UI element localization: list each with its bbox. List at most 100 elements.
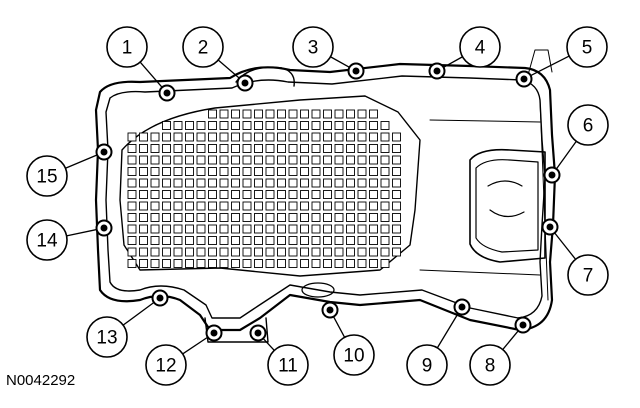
grid-cell: [392, 167, 401, 176]
grid-cell: [277, 190, 286, 199]
grid-cell: [242, 201, 252, 211]
grid-cell: [311, 121, 321, 130]
grid-cell: [196, 259, 206, 268]
grid-cell: [127, 178, 137, 188]
grid-cell: [357, 109, 367, 119]
grid-cell: [162, 190, 171, 199]
grid-cell: [288, 190, 298, 199]
grid-cell: [277, 236, 286, 245]
grid-cell: [127, 236, 137, 245]
grid-cell: [357, 201, 367, 211]
callout-circle-8: [469, 344, 511, 386]
grid-cell: [196, 132, 206, 142]
grid-cell: [150, 236, 160, 245]
grid-cell: [346, 144, 355, 153]
grid-cell: [369, 178, 378, 188]
grid-cell: [288, 121, 298, 130]
callout-circle-13: [86, 316, 128, 358]
grid-cell: [369, 201, 378, 211]
grid-cell: [380, 236, 390, 245]
grid-cell: [369, 132, 378, 142]
grid-cell: [334, 132, 344, 142]
grid-cell: [242, 144, 252, 153]
grid-cell: [369, 190, 378, 199]
grid-cell: [346, 224, 355, 234]
grid-cell: [265, 259, 275, 268]
grid-cell: [311, 144, 321, 153]
grid-cell: [277, 201, 286, 211]
grid-cell: [323, 224, 332, 234]
grid-cell: [150, 144, 160, 153]
grid-cell: [380, 167, 390, 176]
grid-cell: [300, 178, 309, 188]
grid-cell: [242, 109, 252, 119]
grid-cell: [254, 224, 263, 234]
grid-cell: [311, 213, 321, 222]
grid-cell: [288, 213, 298, 222]
grid-cell: [311, 259, 321, 268]
grid-cell: [127, 201, 137, 211]
grid-cell: [150, 190, 160, 199]
grid-cell: [162, 132, 171, 142]
grid-cell: [208, 132, 217, 142]
grid-cell: [185, 132, 194, 142]
grid-cell: [265, 178, 275, 188]
grid-cell: [196, 213, 206, 222]
grid-cell: [162, 155, 171, 165]
grid-cell: [208, 167, 217, 176]
grid-cell: [380, 247, 390, 257]
callout-circle-10: [333, 334, 375, 376]
grid-cell: [139, 132, 148, 142]
bolt-center: [433, 67, 441, 75]
grid-cell: [380, 178, 390, 188]
grid-cell: [219, 167, 229, 176]
grid-cell: [185, 121, 194, 130]
grid-cell: [150, 178, 160, 188]
grid-cell: [300, 236, 309, 245]
grid-cell: [254, 213, 263, 222]
windage-tray-grid: [119, 95, 421, 277]
grid-cell: [323, 259, 332, 268]
grid-cell: [369, 109, 378, 119]
grid-cell: [323, 236, 332, 245]
grid-cell: [334, 190, 344, 199]
grid-cell: [219, 109, 229, 119]
grid-cell: [265, 190, 275, 199]
grid-cell: [369, 236, 378, 245]
bolt-center: [352, 67, 360, 75]
grid-cell: [196, 178, 206, 188]
grid-cell: [265, 213, 275, 222]
grid-cell: [254, 167, 263, 176]
grid-cell: [127, 132, 137, 142]
grid-cell: [231, 224, 240, 234]
grid-cell: [231, 247, 240, 257]
grid-cell: [242, 236, 252, 245]
grid-cell: [392, 247, 401, 257]
grid-cell: [300, 247, 309, 257]
grid-cell: [346, 259, 355, 268]
grid-cell: [357, 259, 367, 268]
grid-cell: [139, 259, 148, 268]
grid-cell: [185, 224, 194, 234]
grid-cell: [208, 224, 217, 234]
grid-cell: [300, 201, 309, 211]
grid-cell: [369, 121, 378, 130]
grid-cell: [127, 213, 137, 222]
grid-cell: [196, 144, 206, 153]
grid-cell: [300, 109, 309, 119]
grid-cell: [150, 167, 160, 176]
grid-cell: [334, 224, 344, 234]
grid-cell: [277, 259, 286, 268]
grid-cell: [231, 121, 240, 130]
grid-cell: [311, 224, 321, 234]
grid-cell: [150, 155, 160, 165]
figure-id: N0042292: [6, 372, 76, 389]
grid-cell: [242, 259, 252, 268]
grid-cell: [173, 259, 183, 268]
grid-cell: [288, 178, 298, 188]
grid-cell: [254, 121, 263, 130]
grid-cell: [346, 236, 355, 245]
grid-cell: [196, 121, 206, 130]
grid-cell: [265, 167, 275, 176]
grid-cell: [219, 190, 229, 199]
